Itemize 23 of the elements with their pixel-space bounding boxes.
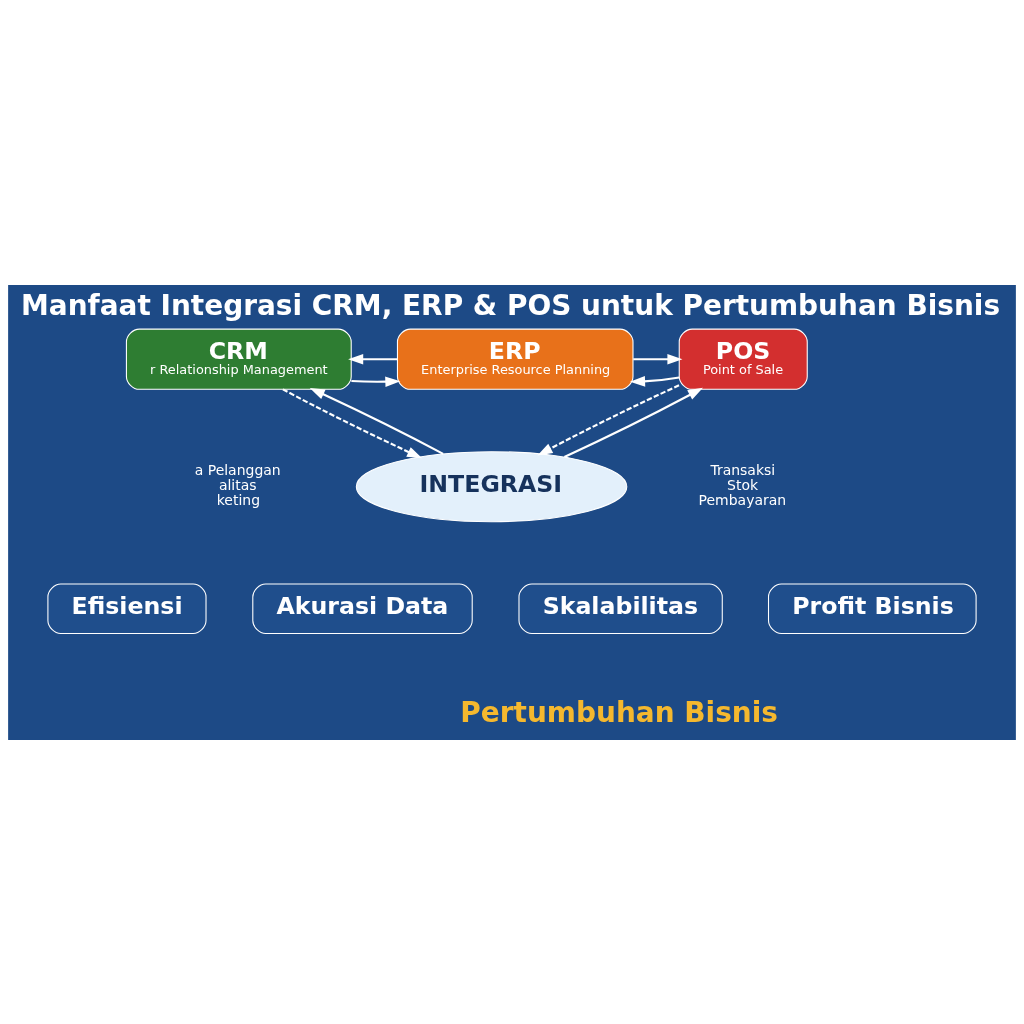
node-box: Akurasi Data — [252, 583, 473, 634]
arrow — [351, 375, 401, 387]
node-label: a Pelanggan — [194, 461, 281, 478]
node-label: Stok — [727, 476, 759, 493]
label: Pertumbuhan Bisnis — [460, 695, 778, 728]
arrow — [630, 375, 680, 387]
node-box: POS Point of Sale — [678, 328, 808, 390]
arrow — [348, 353, 398, 364]
arrow — [309, 387, 444, 455]
node-label: keting — [216, 491, 261, 508]
node-box: Profit Bisnis — [767, 583, 977, 634]
node-ellipse: INTEGRASI — [355, 450, 628, 522]
arrow — [563, 387, 703, 458]
arrow — [633, 353, 683, 364]
node-label: Transaksi — [710, 461, 776, 478]
node-box: CRM r Relationship Management — [125, 328, 352, 390]
node-box: Efisiensi — [47, 583, 207, 634]
arrow — [537, 383, 680, 455]
node-label: Pembayaran — [698, 491, 787, 508]
diagram-title: Manfaat Integrasi CRM, ERP & POS untuk Pertumbuhan Bisnis — [21, 288, 1001, 322]
node-box: ERP Enterprise Resource Planning — [396, 328, 634, 390]
arrow — [282, 387, 423, 458]
node-box: Skalabilitas — [518, 583, 723, 634]
